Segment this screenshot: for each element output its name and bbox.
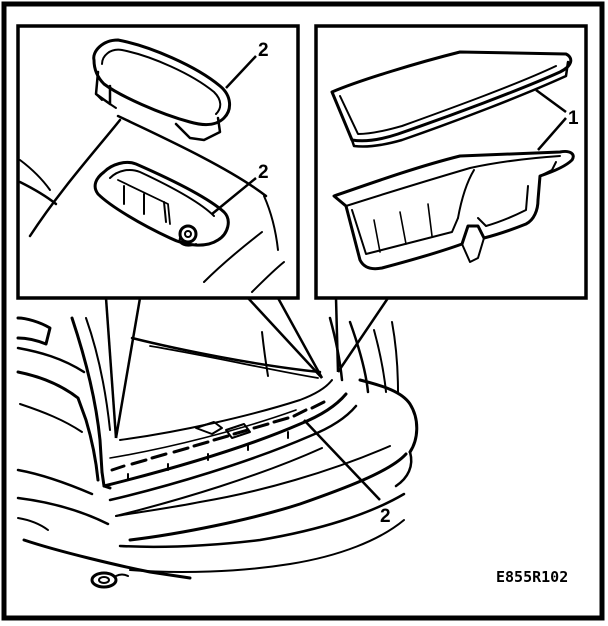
vehicle-rear-view — [16, 316, 419, 589]
callout-leader-lid — [535, 88, 567, 114]
callout-cover-top: 2 — [258, 40, 269, 61]
inset-left-cover-detail: 2 2 — [16, 24, 300, 300]
callout-sill: 2 — [380, 506, 391, 527]
inset-right-storage-detail: 1 — [314, 24, 588, 300]
figure-code: E855R102 — [496, 568, 568, 586]
inset-leader-lines — [104, 297, 390, 439]
callout-leader-cover-top — [225, 55, 257, 89]
callout-leader-recess — [211, 177, 257, 215]
callout-recess: 2 — [258, 162, 269, 183]
callout-leader-sill — [303, 419, 381, 501]
callout-storage-parts: 1 — [568, 108, 579, 129]
callout-leader-tray — [537, 117, 567, 151]
